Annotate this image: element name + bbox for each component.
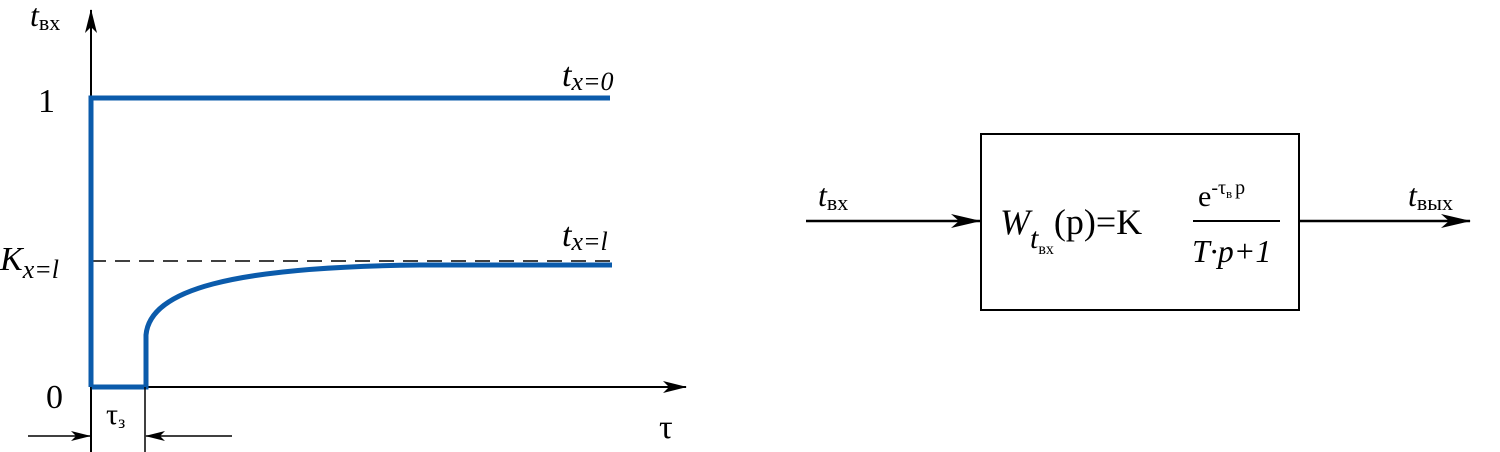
step-response-graph: tвх 1 Kx=l 0 tx=0 tx=l τз τ xyxy=(0,0,687,452)
y-axis-label: tвх xyxy=(30,0,60,35)
output-response-curve xyxy=(91,262,612,390)
formula-left-part: Wtвх(p)=K xyxy=(1000,202,1142,258)
tick-label-one: 1 xyxy=(38,83,55,120)
delay-label: τз xyxy=(106,398,125,432)
input-signal-label: tвх xyxy=(818,177,848,215)
curve-bottom-label: tx=l xyxy=(562,217,608,256)
tick-label-zero: 0 xyxy=(46,379,63,416)
formula-denominator: T·p+1 xyxy=(1192,233,1271,269)
input-step-curve xyxy=(88,95,610,387)
curve-top-label: tx=0 xyxy=(562,57,614,96)
gain-label: Kx=l xyxy=(0,241,59,284)
output-signal-label: tвых xyxy=(1408,177,1453,215)
x-axis-label: τ xyxy=(659,409,673,446)
